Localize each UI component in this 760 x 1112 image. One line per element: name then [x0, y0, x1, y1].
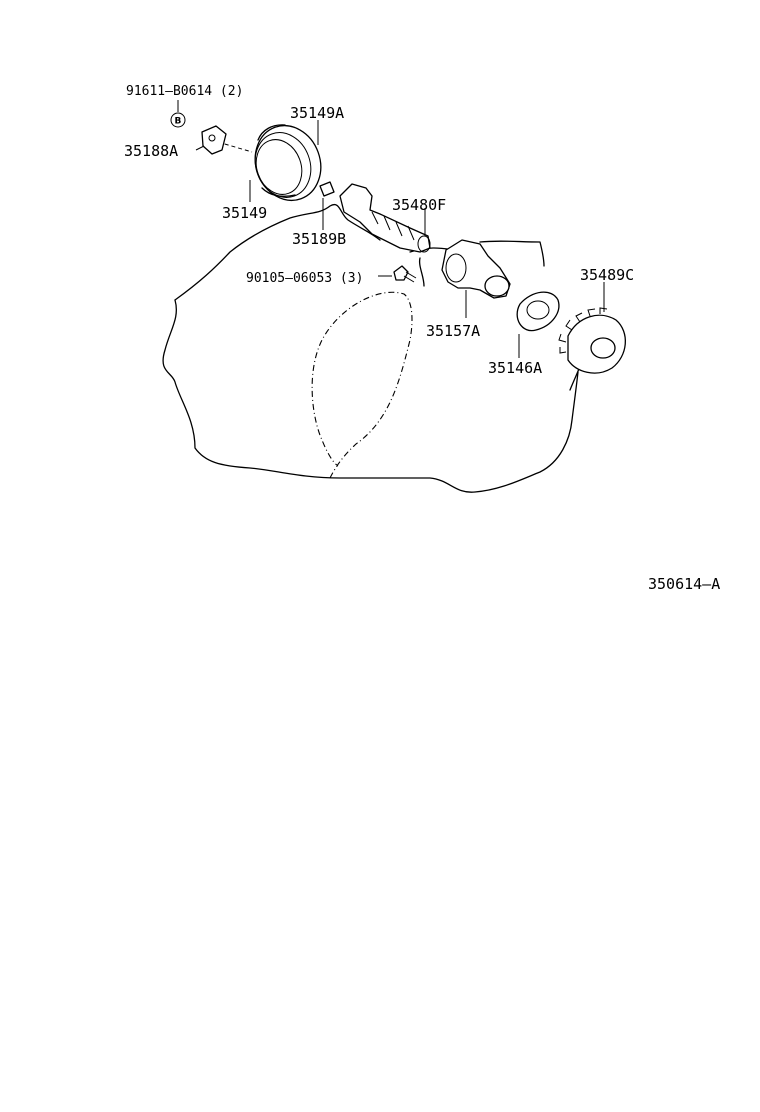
transmission-housing-outline: [162, 203, 581, 493]
bolt-marker-letter: B: [175, 117, 182, 127]
part-label-35146a: 35146A: [488, 359, 542, 377]
small-washer: [319, 181, 335, 230]
part-label-35149a: 35149A: [290, 104, 344, 122]
illustration-reference-code: 350614–A: [648, 575, 720, 593]
speedometer-driven-gear: [339, 183, 431, 253]
part-label-35489c: 35489C: [580, 266, 634, 284]
bolt-marker: B: [170, 100, 186, 128]
retaining-clip: [201, 125, 227, 155]
part-label-90105-06053: 90105–06053 (3): [246, 271, 363, 286]
leader-lines: [195, 120, 319, 202]
mounting-bolt: [378, 265, 417, 283]
part-label-35188a: 35188A: [124, 142, 178, 160]
part-label-35149: 35149: [222, 204, 267, 222]
part-label-35480f: 35480F: [392, 196, 446, 214]
part-label-35189b: 35189B: [292, 230, 346, 248]
drive-gear: [558, 282, 626, 374]
oil-seal-ring: [217, 124, 322, 201]
part-label-91611-b0614: 91611–B0614 (2): [126, 84, 243, 99]
driven-gear-sleeve: [441, 239, 511, 318]
gasket-plate: [516, 291, 560, 358]
part-label-35157a: 35157A: [426, 322, 480, 340]
